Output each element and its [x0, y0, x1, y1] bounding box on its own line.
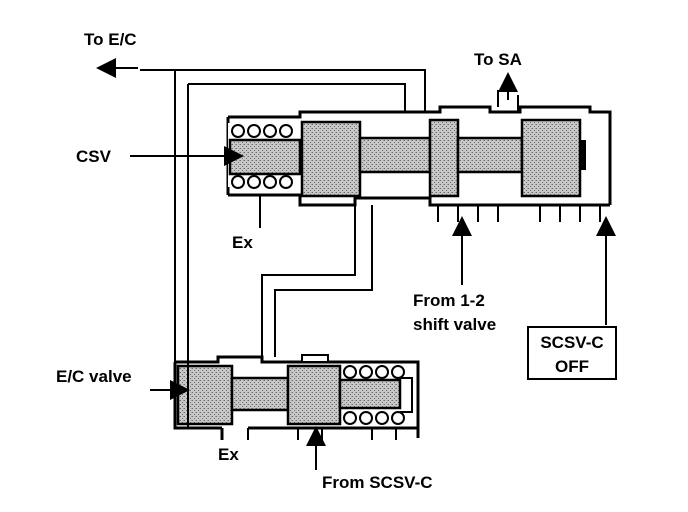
hydraulic-lines: [140, 69, 519, 428]
to-sa-label: To SA: [474, 50, 522, 69]
from-12-label-line1: From 1-2: [413, 291, 485, 310]
to-ec-label: To E/C: [84, 30, 137, 49]
flow-arrows: [96, 58, 616, 470]
scsvc-off-box: [527, 326, 617, 380]
scsvc-off-label-line2: OFF: [555, 357, 589, 376]
ex-bottom-label: Ex: [218, 445, 239, 464]
from-scsvc-label: From SCSV-C: [322, 473, 433, 492]
scsvc-off-label-line1: SCSV-C: [540, 333, 603, 352]
lower-spool: [176, 364, 413, 426]
ex-top-label: Ex: [232, 233, 253, 252]
from-12-label-line2: shift valve: [413, 315, 496, 334]
upper-spool: [300, 118, 586, 198]
csv-label: CSV: [76, 147, 112, 166]
ec-valve-label: E/C valve: [56, 367, 132, 386]
